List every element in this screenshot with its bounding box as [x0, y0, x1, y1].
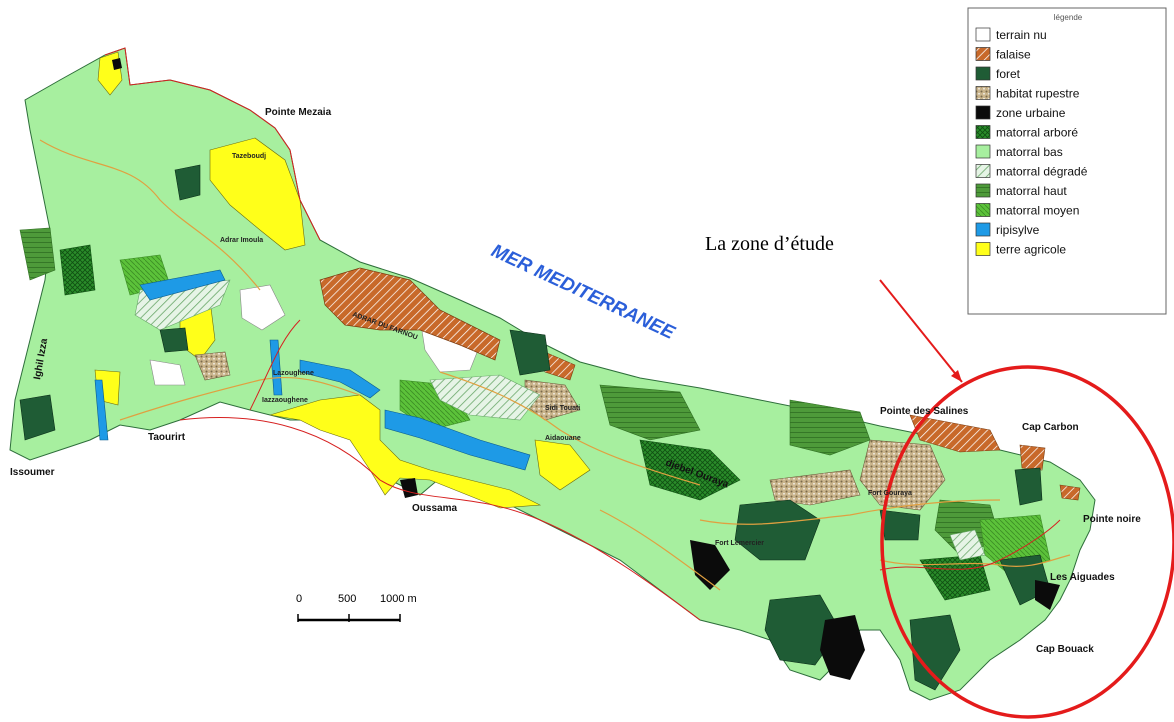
legend-label-matorral-haut: matorral haut: [996, 184, 1067, 198]
zone-agricole-nord: [209, 137, 306, 251]
legend-label-matorral-degrade: matorral dégradé: [996, 165, 1088, 179]
foret-7: [174, 164, 201, 201]
legend: légende terrain nu falaise foret habitat ru…: [967, 7, 1167, 315]
study-zone-circle: [880, 365, 1174, 719]
label-sidi-touati: Sidi Touati: [545, 405, 580, 412]
label-pointe-des-salines: Pointe des Salines: [880, 406, 969, 417]
legend-swatch-foret: [975, 66, 991, 81]
legend-label-matorral-arbore: matorral arboré: [996, 126, 1078, 140]
label-taourirt: Taourirt: [148, 432, 186, 443]
falaise-est: [909, 414, 1001, 453]
scale-tick-500: 500: [338, 593, 356, 605]
zone-agricole-sud: [269, 394, 542, 509]
scale-tick-1000: 1000 m: [380, 593, 417, 605]
legend-swatch-matorral-bas: [975, 144, 991, 159]
ripisylve-3: [139, 269, 226, 301]
label-issoumer: Issoumer: [10, 467, 55, 478]
habitat-1: [859, 439, 946, 511]
habitat-2: [769, 469, 861, 506]
label-lazoughene: Lazoughene: [273, 370, 314, 377]
legend-title: légende: [1054, 13, 1083, 22]
matorral-haut-1: [789, 399, 871, 456]
matorral-haut-2: [599, 384, 701, 441]
zone-urbaine-1: [820, 615, 865, 680]
legend-swatch-matorral-haut: [975, 183, 991, 198]
scale-bar: 0 500 1000 m: [296, 593, 417, 622]
legend-label-foret: foret: [996, 67, 1021, 81]
label-fort-lemercier: Fort Lemercier: [715, 540, 764, 547]
roads: [39, 139, 1071, 591]
foret-8: [19, 394, 56, 441]
label-study-zone: La zone d’étude: [705, 233, 834, 255]
boundaries: [104, 47, 1061, 621]
matorral-haut-3: [19, 227, 56, 281]
legend-swatch-matorral-degrade: [975, 164, 991, 178]
foret-3: [909, 614, 961, 691]
label-cap-bouack: Cap Bouack: [1036, 644, 1094, 655]
legend-swatch-zone-urbaine: [975, 105, 991, 120]
legend-label-falaise: falaise: [996, 48, 1031, 62]
legend-label-matorral-bas: matorral bas: [996, 145, 1063, 159]
legend-label-zone-urbaine: zone urbaine: [996, 106, 1066, 120]
label-tazeboudj: Tazeboudj: [232, 153, 266, 160]
foret-1: [734, 499, 821, 561]
habitat-4: [194, 351, 231, 381]
label-lazzaoughene-ouest: Iazzaoughene: [262, 397, 308, 404]
terrain-nu-2: [239, 284, 286, 331]
zone-agricole-centre: [534, 439, 591, 491]
legend-swatch-habitat-rupestre: [975, 86, 991, 100]
zone-urbaine-3: [400, 478, 418, 498]
matorral-arbore-3: [59, 244, 96, 296]
label-pointe-noire: Pointe noire: [1083, 514, 1141, 525]
matorral-degrade-3: [949, 529, 986, 561]
zone-urbaine-4: [1035, 580, 1060, 610]
label-oussama: Oussama: [412, 503, 457, 514]
ripisylve-2: [299, 359, 381, 399]
legend-swatch-ripisylve: [975, 222, 991, 237]
scale-tick-0: 0: [296, 593, 302, 605]
ripisylve-4: [94, 379, 109, 441]
legend-swatch-matorral-arbore: [975, 125, 991, 139]
ripisylve-5: [269, 339, 283, 396]
falaise-farnou: [319, 267, 501, 361]
foret-5: [1014, 467, 1043, 506]
ripisylve-1: [384, 409, 531, 471]
matorral-degrade-1: [429, 374, 541, 421]
label-fort-gouraya: Fort Gouraya: [868, 490, 912, 497]
zone-urbaine-2: [690, 540, 730, 590]
study-zone-arrow: [879, 279, 963, 383]
matorral-arbore-1: [639, 439, 741, 501]
label-les-aiguades: Les Aiguades: [1050, 572, 1115, 583]
terrain-nu-3: [149, 359, 186, 386]
falaise-pointe: [1059, 484, 1081, 501]
legend-label-habitat-rupestre: habitat rupestre: [996, 87, 1080, 101]
legend-label-matorral-moyen: matorral moyen: [996, 204, 1079, 218]
foret-10: [879, 509, 921, 541]
legend-label-terrain-nu: terrain nu: [996, 28, 1047, 42]
foret-9: [159, 327, 189, 353]
label-adrar-imoula: Adrar Imoula: [220, 237, 263, 244]
legend-swatch-terre-agricole: [975, 242, 991, 256]
legend-swatch-matorral-moyen: [975, 203, 991, 217]
foret-6: [509, 329, 551, 376]
label-pointe-mezaia: Pointe Mezaia: [265, 107, 332, 118]
zone-urbaine-5: [112, 58, 122, 70]
legend-label-terre-agricole: terre agricole: [996, 243, 1066, 257]
legend-swatch-falaise: [975, 47, 991, 61]
legend-swatch-terrain-nu: [975, 27, 991, 42]
label-aidaouane: Aidaouane: [545, 435, 581, 442]
legend-label-ripisylve: ripisylve: [996, 223, 1040, 237]
label-cap-carbon: Cap Carbon: [1022, 422, 1079, 433]
falaise-cap: [1019, 444, 1046, 471]
